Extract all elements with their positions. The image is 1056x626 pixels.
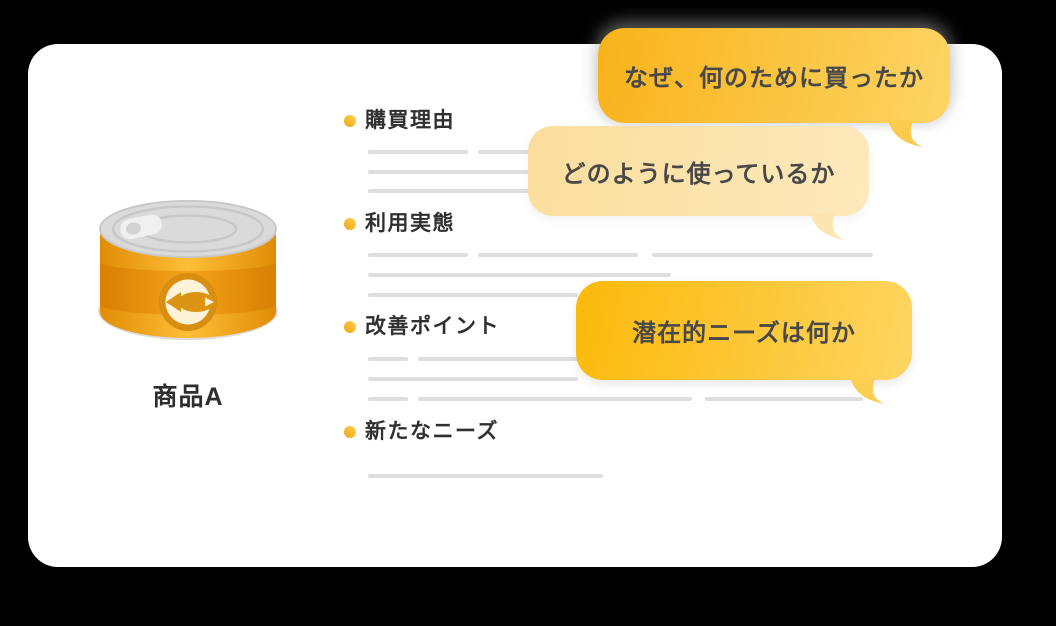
bullet-icon: [344, 218, 356, 230]
pull-tab-icon: [120, 214, 162, 240]
speech-bubble-text: 潜在的ニーズは何か: [632, 320, 856, 347]
speech-bubble-how-used: どのように使っているか: [528, 126, 869, 240]
placeholder-line: [652, 253, 873, 257]
placeholder-line: [368, 189, 578, 193]
placeholder-line: [368, 377, 578, 381]
fish-can-illustration: [98, 200, 278, 340]
topic-purchase-reason: 購買理由: [344, 108, 455, 134]
placeholder-line: [368, 474, 603, 478]
bubble-tail-icon: [888, 120, 924, 147]
fish-icon: [166, 292, 214, 312]
topic-label: 利用実態: [365, 212, 455, 235]
topic-improvement-points: 改善ポイント: [344, 314, 500, 340]
can-lid: [99, 200, 277, 258]
bullet-icon: [344, 115, 356, 127]
product-name: 商品A: [152, 383, 224, 411]
placeholder-line: [418, 397, 692, 401]
bubble-tail-icon: [810, 213, 846, 240]
placeholder-line: [368, 293, 578, 297]
speech-bubble-text: どのように使っているか: [561, 160, 836, 188]
speech-bubble-why-bought: なぜ、何のために買ったか: [598, 28, 950, 147]
speech-bubble-text: なぜ、何のために買ったか: [624, 65, 924, 92]
topic-usage-reality: 利用実態: [344, 211, 455, 237]
topic-label: 購買理由: [365, 109, 455, 132]
bubble-tail-icon: [850, 377, 886, 404]
placeholder-line: [368, 273, 671, 277]
placeholder-line: [368, 357, 408, 361]
placeholder-line: [705, 397, 863, 401]
placeholder-line: [368, 170, 578, 174]
bullet-icon: [344, 426, 356, 438]
placeholder-line: [368, 150, 468, 154]
topic-label: 新たなニーズ: [365, 420, 499, 443]
placeholder-line: [418, 357, 578, 361]
speech-bubble-latent-needs: 潜在的ニーズは何か: [576, 281, 912, 404]
topic-label: 改善ポイント: [365, 315, 500, 338]
placeholder-line: [368, 397, 408, 401]
bullet-icon: [344, 321, 356, 333]
placeholder-line: [478, 253, 638, 257]
topic-new-needs: 新たなニーズ: [344, 419, 499, 445]
can-lid-ring-outer: [111, 205, 265, 253]
placeholder-line: [368, 253, 468, 257]
